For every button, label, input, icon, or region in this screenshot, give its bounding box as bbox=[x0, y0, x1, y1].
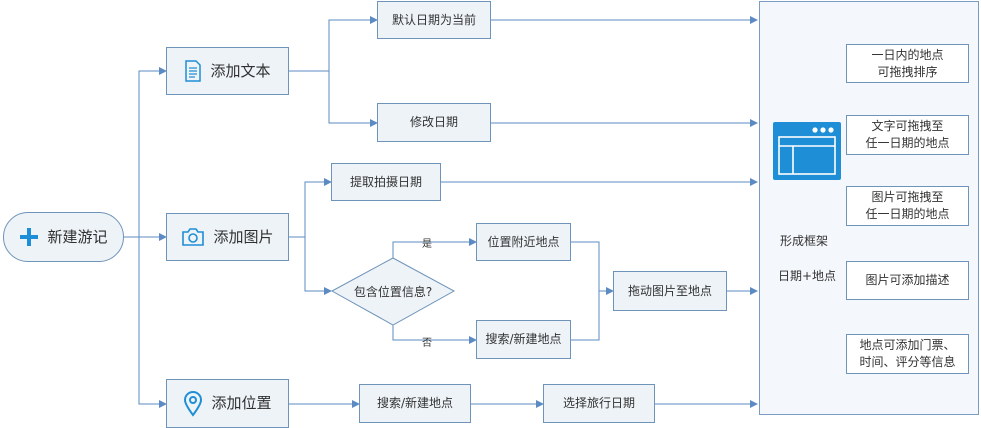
pick-travel-date-node: 选择旅行日期 bbox=[543, 384, 655, 423]
feature-item: 文字可拖拽至任一日期的地点 bbox=[846, 115, 969, 155]
result-subtitle: 日期+地点 bbox=[778, 269, 837, 283]
search-new-place-label-image: 搜索/新建地点 bbox=[485, 332, 562, 346]
add-image-node: 添加图片 bbox=[166, 213, 289, 261]
pick-travel-date-label: 选择旅行日期 bbox=[562, 396, 635, 410]
search-new-place-node-image: 搜索/新建地点 bbox=[476, 320, 571, 359]
nearby-place-label: 位置附近地点 bbox=[487, 234, 560, 249]
search-new-place-node-location: 搜索/新建地点 bbox=[359, 384, 471, 423]
decision-no-label: 否 bbox=[422, 338, 432, 349]
feature-item: 图片可拖拽至任一日期的地点 bbox=[846, 186, 969, 226]
add-location-label: 添加位置 bbox=[211, 394, 272, 412]
default-date-node: 默认日期为当前 bbox=[377, 1, 491, 39]
add-text-node: 添加文本 bbox=[166, 47, 289, 95]
nearby-place-node: 位置附近地点 bbox=[476, 223, 571, 261]
extract-date-node: 提取拍摄日期 bbox=[331, 163, 441, 201]
add-text-label: 添加文本 bbox=[210, 61, 271, 80]
edit-date-node: 修改日期 bbox=[377, 103, 491, 142]
default-date-label: 默认日期为当前 bbox=[391, 12, 476, 27]
decision-yes-label: 是 bbox=[422, 239, 432, 250]
edit-date-label: 修改日期 bbox=[409, 115, 458, 129]
feature-item: 图片可添加描述 bbox=[846, 261, 969, 300]
start-new-travelogue: 新建游记 bbox=[3, 212, 124, 262]
decision-diamond bbox=[330, 257, 456, 326]
window-icon bbox=[773, 122, 841, 184]
start-label: 新建游记 bbox=[47, 227, 108, 246]
drag-to-place-node: 拖动图片至地点 bbox=[613, 271, 727, 311]
search-new-place-label-location: 搜索/新建地点 bbox=[376, 396, 454, 410]
result-title: 形成框架 bbox=[780, 234, 829, 248]
feature-item: 地点可添加门票、时间、评分等信息 bbox=[846, 334, 969, 374]
plus-icon bbox=[19, 227, 39, 247]
camera-icon bbox=[181, 227, 205, 247]
location-pin-icon bbox=[183, 390, 203, 417]
feature-item: 一日内的地点可拖拽排序 bbox=[846, 44, 969, 83]
add-image-label: 添加图片 bbox=[213, 227, 274, 246]
document-icon bbox=[184, 60, 202, 82]
drag-to-place-label: 拖动图片至地点 bbox=[627, 283, 712, 298]
extract-date-label: 提取拍摄日期 bbox=[349, 174, 422, 189]
decision-label: 包含位置信息? bbox=[353, 285, 433, 299]
add-location-node: 添加位置 bbox=[166, 379, 289, 428]
result-framework-panel: 形成框架 日期+地点 一日内的地点可拖拽排序 文字可拖拽至任一日期的地点 图片可… bbox=[759, 1, 979, 415]
